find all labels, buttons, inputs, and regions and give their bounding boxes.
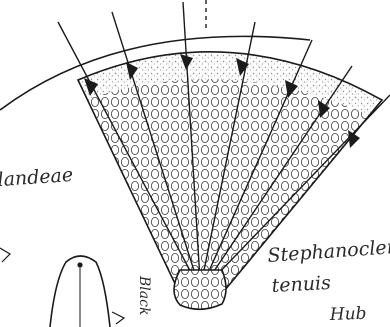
stalk-base bbox=[174, 270, 226, 309]
lower-figure-dot bbox=[77, 262, 82, 267]
side-note-label: Black bbox=[136, 275, 152, 315]
left-fragment-label: landeae bbox=[0, 164, 74, 191]
author-fragment-label: Hub bbox=[328, 304, 366, 325]
species-label-line2: tenuis bbox=[271, 272, 331, 297]
left-corner-mark bbox=[0, 248, 10, 262]
species-label-line1: Stephanocleri bbox=[267, 236, 390, 267]
right-hook-mark bbox=[112, 312, 124, 324]
